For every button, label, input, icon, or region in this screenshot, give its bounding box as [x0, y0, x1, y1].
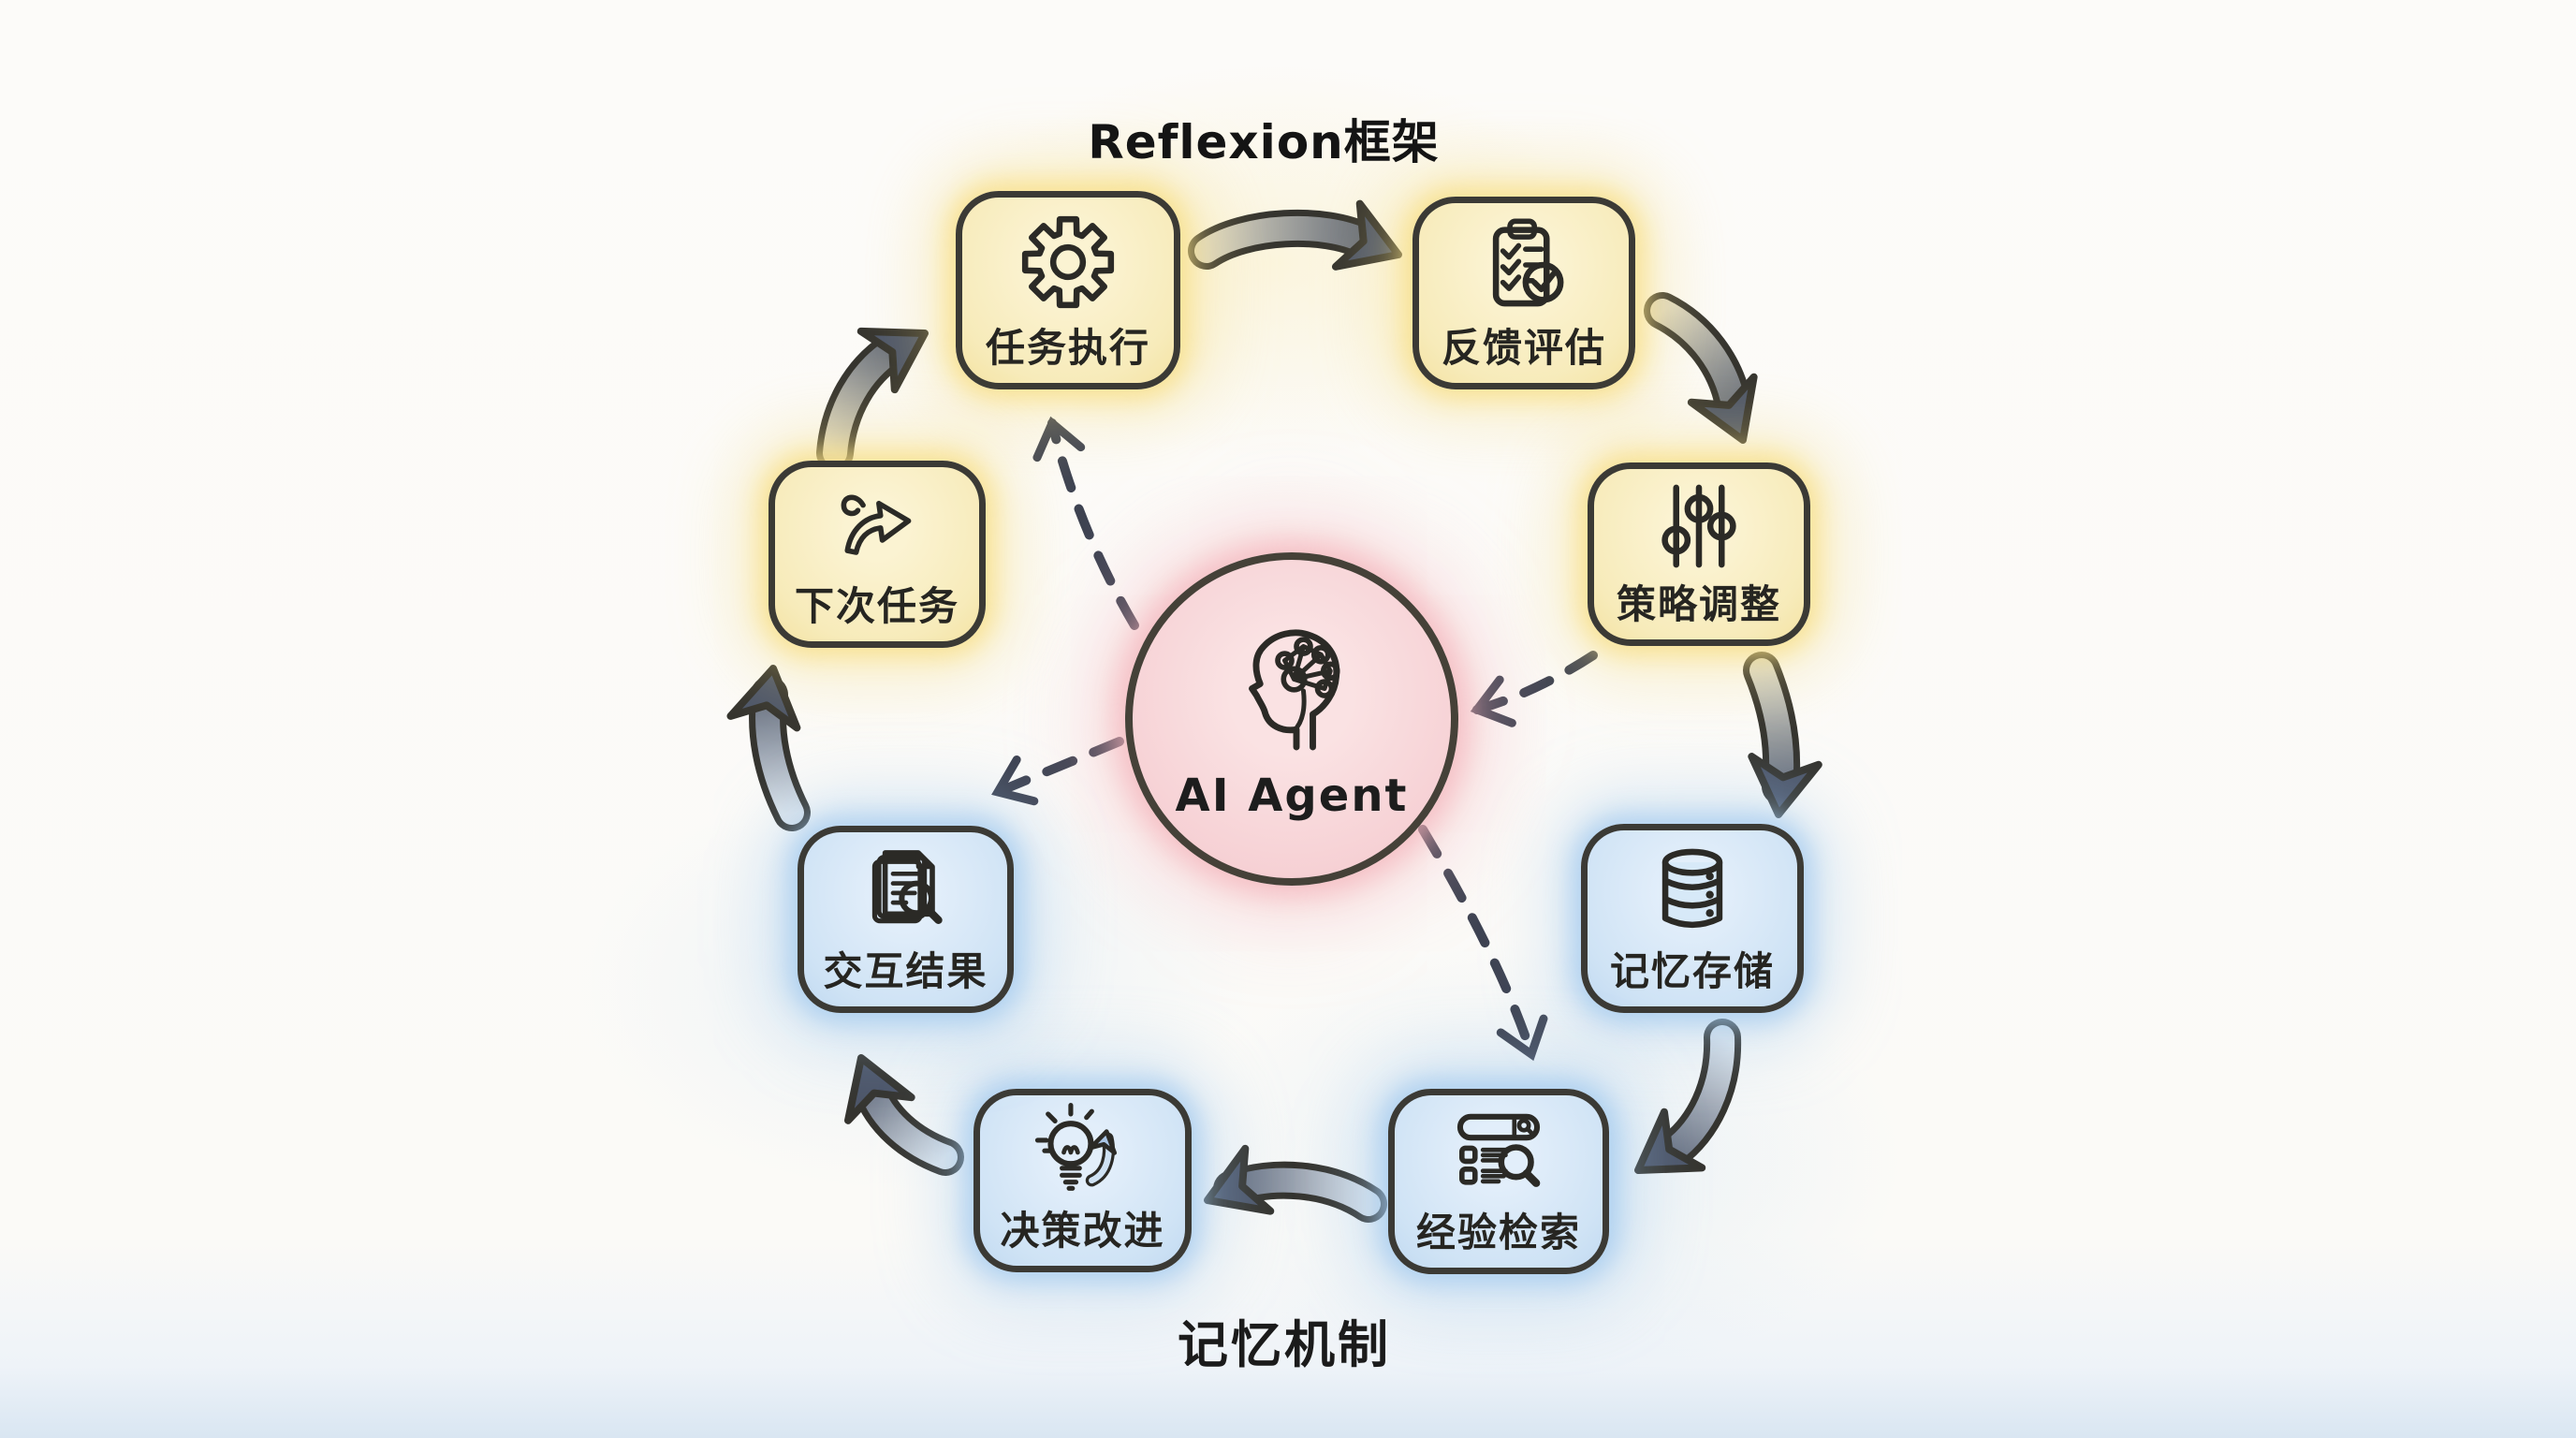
dashed-arrow-center-to-interaction [991, 737, 1124, 806]
flow-arrow-experience-to-decision [1204, 1144, 1387, 1223]
node-experience-retrieval: 经验检索 [1388, 1089, 1609, 1274]
node-label: 反馈评估 [1441, 324, 1606, 371]
node-strategy-adjustment: 策略调整 [1588, 462, 1810, 646]
node-label: 决策改进 [1000, 1207, 1165, 1254]
document-search-icon [804, 832, 1007, 950]
flow-arrow-feedback-to-strategy [1644, 292, 1758, 444]
memory-mechanism-label: 记忆机制 [1178, 1315, 1391, 1374]
node-label: 任务执行 [985, 324, 1150, 371]
clipboard-check-icon [1419, 203, 1629, 327]
node-label: 下次任务 [794, 582, 959, 629]
diagram-title: Reflexion框架 [1088, 115, 1440, 169]
node-label: 记忆存储 [1609, 947, 1775, 994]
flow-arrow-next-to-task [816, 327, 929, 472]
node-label: 经验检索 [1415, 1209, 1581, 1255]
node-interaction-results: 交互结果 [798, 826, 1014, 1013]
search-list-icon [1395, 1095, 1603, 1211]
node-label: 交互结果 [823, 947, 988, 994]
node-memory-storage: 记忆存储 [1581, 824, 1804, 1013]
dashed-arrow-center-to-task [1032, 416, 1139, 630]
node-task-execution: 任务执行 [956, 191, 1180, 389]
sliders-icon [1594, 469, 1804, 583]
ai-agent-label: AI Agent [1175, 770, 1409, 822]
flow-arrow-decision-to-interaction [844, 1054, 964, 1176]
database-icon [1588, 830, 1797, 950]
node-decision-improvement: 决策改进 [973, 1089, 1192, 1272]
dashed-arrow-strategy-to-center [1470, 651, 1598, 727]
node-label: 策略调整 [1616, 580, 1781, 627]
gear-icon [962, 198, 1174, 327]
lightbulb-arrow-icon [980, 1095, 1185, 1210]
dashed-arrow-center-to-experience [1418, 825, 1548, 1062]
node-feedback-evaluation: 反馈评估 [1412, 197, 1635, 389]
flow-arrow-task-to-feedback [1188, 199, 1402, 271]
node-next-task: 下次任务 [768, 461, 986, 648]
flow-arrow-strategy-to-memory [1743, 652, 1822, 818]
flow-arrow-interaction-to-next [726, 665, 811, 831]
flow-arrow-memory-to-experience [1634, 1019, 1742, 1174]
head-brain-icon [1217, 616, 1367, 760]
ai-agent-node: AI Agent [1125, 552, 1458, 886]
curved-arrow-icon [775, 467, 979, 585]
